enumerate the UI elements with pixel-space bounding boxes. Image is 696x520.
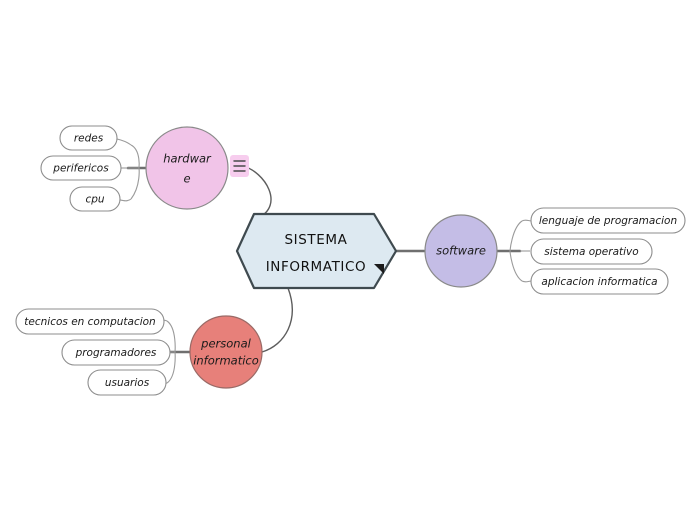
leaf-lenguaje-de-programacion-label: lenguaje de programacion: [539, 215, 677, 227]
edge-hardware-bracket: [128, 144, 140, 200]
leaf-redes[interactable]: [59, 125, 118, 151]
leaf-tecnicos-en-computacion-label: tecnicos en computacion: [24, 316, 155, 328]
node-hardware[interactable]: [145, 126, 229, 210]
leaf-redes-label: redes: [74, 133, 104, 145]
node-software-label: software: [436, 244, 486, 258]
node-personal-informatico-label-line1: personal: [200, 337, 251, 351]
edge-software-bracket: [509, 220, 523, 282]
leaf-aplicacion-informatica-label: aplicacion informatica: [541, 276, 657, 288]
node-software[interactable]: [424, 214, 498, 288]
node-sistema-informatico-line2: INFORMATICO: [266, 259, 367, 275]
leaf-cpu-label: cpu: [85, 194, 104, 206]
edge-personal-bracket: [166, 320, 176, 384]
leaf-sistema-operativo-label: sistema operativo: [544, 246, 638, 258]
node-personal-informatico[interactable]: [189, 315, 263, 389]
edge-main-to-personal: [261, 287, 293, 353]
leaf-usuarios[interactable]: [87, 369, 167, 396]
leaf-cpu[interactable]: [69, 186, 121, 212]
leaf-aplicacion-informatica[interactable]: [530, 268, 669, 295]
leaf-programadores[interactable]: [61, 339, 171, 366]
node-hardware-label-line1: hardwar: [163, 152, 212, 166]
leaf-sistema-operativo[interactable]: [530, 238, 653, 265]
leaf-programadores-label: programadores: [75, 347, 157, 359]
node-hardware-label-line2: e: [183, 172, 190, 186]
leaf-usuarios-label: usuarios: [105, 377, 150, 389]
leaf-tecnicos-en-computacion[interactable]: [15, 308, 165, 335]
node-sistema-informatico[interactable]: [235, 212, 398, 290]
leaf-lenguaje-de-programacion[interactable]: [530, 207, 686, 234]
node-sistema-informatico-line1: SISTEMA: [285, 232, 348, 248]
leaf-perifericos-label: perifericos: [52, 163, 109, 175]
node-personal-informatico-label-line2: informatico: [193, 354, 259, 368]
collapse-triangle-icon[interactable]: [374, 264, 384, 274]
leaf-perifericos[interactable]: [40, 155, 122, 181]
